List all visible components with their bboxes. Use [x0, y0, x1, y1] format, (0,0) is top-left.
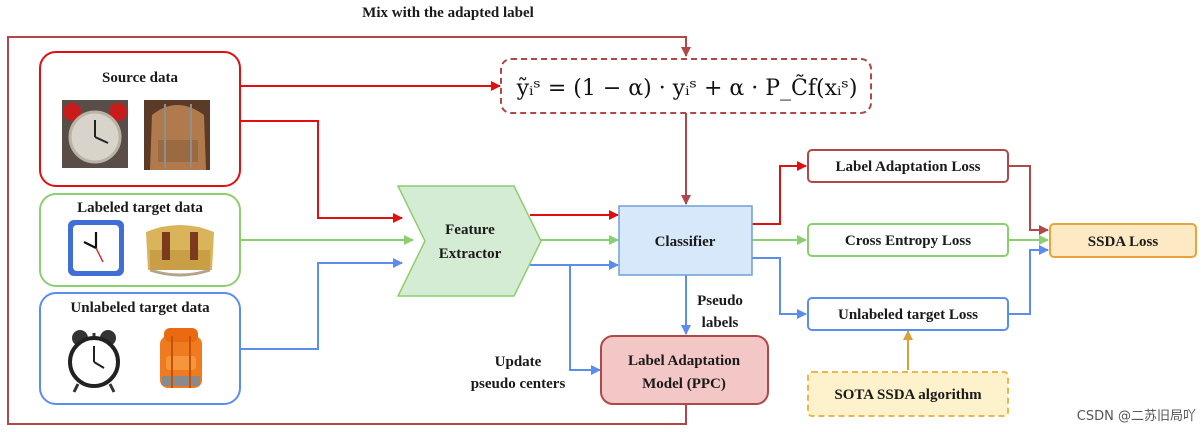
classifier-block: Classifier	[618, 205, 753, 276]
ut-loss-to-ssda-arrow	[1008, 245, 1049, 315]
pseudo-labels-line2: labels	[702, 315, 739, 331]
alarm-clock-photo-icon	[62, 100, 128, 168]
ssda-loss-box: SSDA Loss	[1049, 223, 1197, 258]
unlabeled-target-data-title: Unlabeled target data	[70, 300, 210, 316]
feature-extractor-line2: Extractor	[439, 246, 502, 262]
la-loss-to-ssda-arrow	[1008, 165, 1049, 235]
unlabeled-to-feature-arrow	[240, 258, 403, 350]
formula-box	[500, 58, 872, 114]
alarm-clock-icon	[68, 330, 120, 393]
unlabeled-target-loss-label: Unlabeled target Loss	[838, 307, 978, 323]
source-to-feature-arrow	[240, 120, 403, 223]
label-mixing-formula-text: ỹᵢˢ = (1 − α) · yᵢˢ + α · P_C̃f(xᵢˢ)	[516, 75, 858, 101]
lam-line2: Model (PPC)	[642, 376, 726, 392]
unlabeled-target-loss-box: Unlabeled target Loss	[807, 297, 1009, 331]
feature-extractor-block: Feature Extractor	[396, 185, 542, 297]
ssda-loss-label: SSDA Loss	[1088, 234, 1159, 250]
feature-to-lam-arrow	[569, 265, 601, 375]
label-mixing-formula: ỹᵢˢ = (1 − α) · yᵢˢ + α · P_C̃f(xᵢˢ)	[506, 62, 868, 114]
update-pseudo-centers-line1: Update	[495, 354, 542, 370]
classifier-label: Classifier	[655, 234, 716, 250]
mix-loop-arrow	[7, 36, 691, 425]
sota-ssda-algorithm-label: SOTA SSDA algorithm	[834, 387, 982, 403]
cross-entropy-loss-label: Cross Entropy Loss	[845, 233, 971, 249]
unlabeled-target-data-box: Unlabeled target data	[39, 292, 241, 405]
pseudo-labels-line1: Pseudo	[697, 293, 743, 309]
watermark: CSDN @二苏旧局吖	[1077, 408, 1196, 424]
lam-line1: Label Adaptation	[628, 353, 741, 369]
backpack-icon	[146, 225, 214, 277]
classifier-to-ut-loss-arrow	[752, 257, 807, 319]
labeled-target-data-title: Labeled target data	[77, 200, 203, 216]
update-pseudo-centers-line2: pseudo centers	[471, 376, 566, 392]
cross-entropy-loss-box: Cross Entropy Loss	[807, 223, 1009, 257]
wall-clock-icon	[68, 220, 124, 276]
classifier-to-la-loss-arrow	[752, 161, 807, 225]
feature-extractor-line1: Feature	[445, 222, 495, 238]
orange-backpack-icon	[160, 328, 202, 388]
backpack-photo-icon	[144, 100, 210, 170]
label-adaptation-loss-box: Label Adaptation Loss	[807, 149, 1009, 183]
labeled-target-data-box: Labeled target data	[39, 193, 241, 287]
sota-ssda-algorithm-box: SOTA SSDA algorithm	[807, 371, 1009, 417]
source-data-title: Source data	[102, 70, 178, 86]
mix-label: Mix with the adapted label	[362, 5, 534, 21]
label-adaptation-loss-label: Label Adaptation Loss	[835, 159, 980, 175]
label-adaptation-model-block: Label Adaptation Model (PPC)	[600, 335, 769, 405]
source-data-box: Source data	[39, 51, 241, 187]
